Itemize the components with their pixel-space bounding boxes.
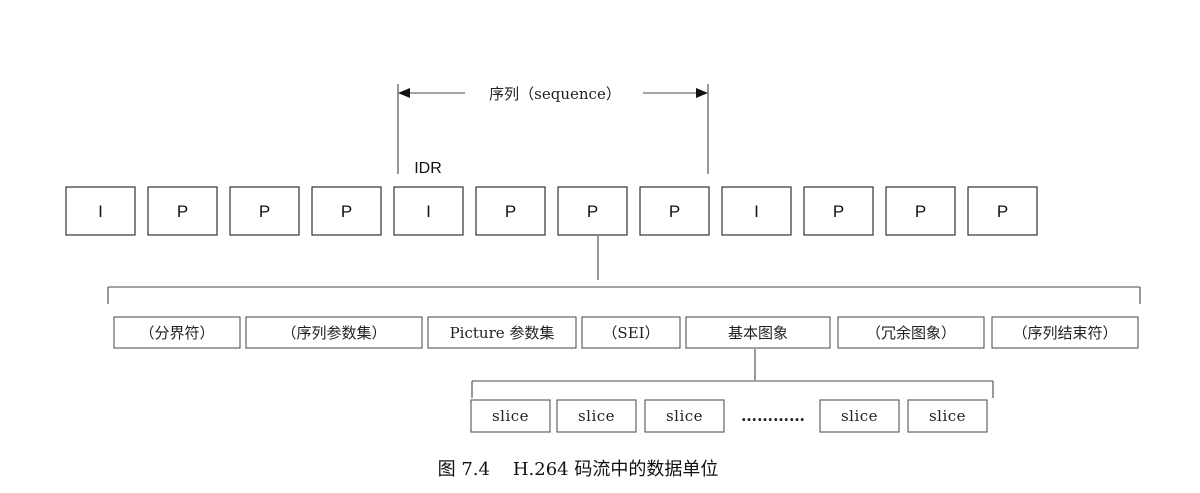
frame-box-outline: [311, 186, 382, 236]
nal-unit-label: （冗余图象）: [866, 324, 956, 342]
nal-unit-outline: [685, 316, 831, 349]
frame-box-outline: [967, 186, 1038, 236]
frame-box: I: [65, 186, 136, 236]
slice-bracket: [471, 380, 994, 398]
nal-unit-outline: [113, 316, 241, 349]
frame-box: P: [803, 186, 874, 236]
frame-box-outline: [229, 186, 300, 236]
sequence-left-arrow-head: [398, 88, 410, 98]
figure-caption: 图 7.4 H.264 码流中的数据单位: [438, 459, 719, 480]
nal-unit-box: 基本图象: [685, 316, 831, 349]
frame-box-outline: [803, 186, 874, 236]
nal-unit-box: （序列参数集）: [245, 316, 423, 349]
frame-type-label: I: [426, 202, 431, 221]
nal-unit-label: （SEI）: [602, 324, 659, 342]
frame-box: I: [393, 186, 464, 236]
nal-unit-row: （分界符） （序列参数集） Picture 参数集 （SEI） 基本图象 （冗余图象） （序…: [113, 316, 1139, 349]
frame-type-label: P: [259, 202, 270, 221]
slice-ellipsis: …………: [741, 406, 805, 425]
nal-unit-box: （SEI）: [581, 316, 681, 349]
frame-type-label: P: [997, 202, 1008, 221]
frame-box-outline: [147, 186, 218, 236]
nal-unit-box: （分界符）: [113, 316, 241, 349]
frame-type-label: P: [833, 202, 844, 221]
frame-box: P: [639, 186, 710, 236]
frame-box-outline: [557, 186, 628, 236]
frame-type-label: P: [505, 202, 516, 221]
sequence-bracket: 序列（sequence）: [397, 84, 709, 174]
slice-box: slice: [644, 399, 725, 433]
nal-unit-outline: [837, 316, 985, 349]
slice-label: slice: [492, 407, 529, 425]
idr-label: IDR: [414, 160, 442, 177]
nal-unit-box: （冗余图象）: [837, 316, 985, 349]
slice-label: slice: [666, 407, 703, 425]
frame-box-outline: [475, 186, 546, 236]
slice-outline: [819, 399, 900, 433]
nal-unit-outline: [581, 316, 681, 349]
frame-box-outline: [721, 186, 792, 236]
nal-unit-label: Picture 参数集: [450, 324, 555, 342]
frame-box: P: [229, 186, 300, 236]
frame-type-label: P: [669, 202, 680, 221]
frame-box: P: [557, 186, 628, 236]
frame-box: I: [721, 186, 792, 236]
slice-label: slice: [841, 407, 878, 425]
frame-box: P: [147, 186, 218, 236]
nal-unit-box: Picture 参数集: [427, 316, 577, 349]
slice-box: slice: [470, 399, 551, 433]
frame-type-label: I: [754, 202, 759, 221]
frame-box: P: [475, 186, 546, 236]
sequence-right-arrow-head: [696, 88, 708, 98]
nal-unit-label: 基本图象: [728, 324, 788, 342]
frame-box: P: [885, 186, 956, 236]
slice-label: slice: [578, 407, 615, 425]
slice-box: slice: [556, 399, 637, 433]
slice-box: slice: [907, 399, 988, 433]
nal-unit-label: （序列参数集）: [281, 324, 386, 342]
frame-box-outline: [639, 186, 710, 236]
nal-unit-outline: [991, 316, 1139, 349]
frame-box: P: [311, 186, 382, 236]
nal-unit-label: （分界符）: [139, 324, 214, 342]
slice-outline: [644, 399, 725, 433]
slice-outline: [907, 399, 988, 433]
slice-outline: [470, 399, 551, 433]
nal-bracket: [107, 286, 1141, 304]
slice-outline: [556, 399, 637, 433]
frame-box-outline: [65, 186, 136, 236]
frame-type-label: P: [915, 202, 926, 221]
nal-unit-box: （序列结束符）: [991, 316, 1139, 349]
slice-row: slice slice slice slice slice: [470, 399, 988, 433]
nal-unit-outline: [245, 316, 423, 349]
nal-unit-label: （序列结束符）: [1012, 324, 1117, 342]
frame-type-label: I: [98, 202, 103, 221]
frame-type-label: P: [587, 202, 598, 221]
slice-label: slice: [929, 407, 966, 425]
sequence-label: 序列（sequence）: [489, 85, 621, 103]
slice-box: slice: [819, 399, 900, 433]
nal-unit-outline: [427, 316, 577, 349]
frame-box-outline: [885, 186, 956, 236]
frame-box-outline: [393, 186, 464, 236]
frame-type-label: P: [341, 202, 352, 221]
frame-type-label: P: [177, 202, 188, 221]
frame-box: P: [967, 186, 1038, 236]
